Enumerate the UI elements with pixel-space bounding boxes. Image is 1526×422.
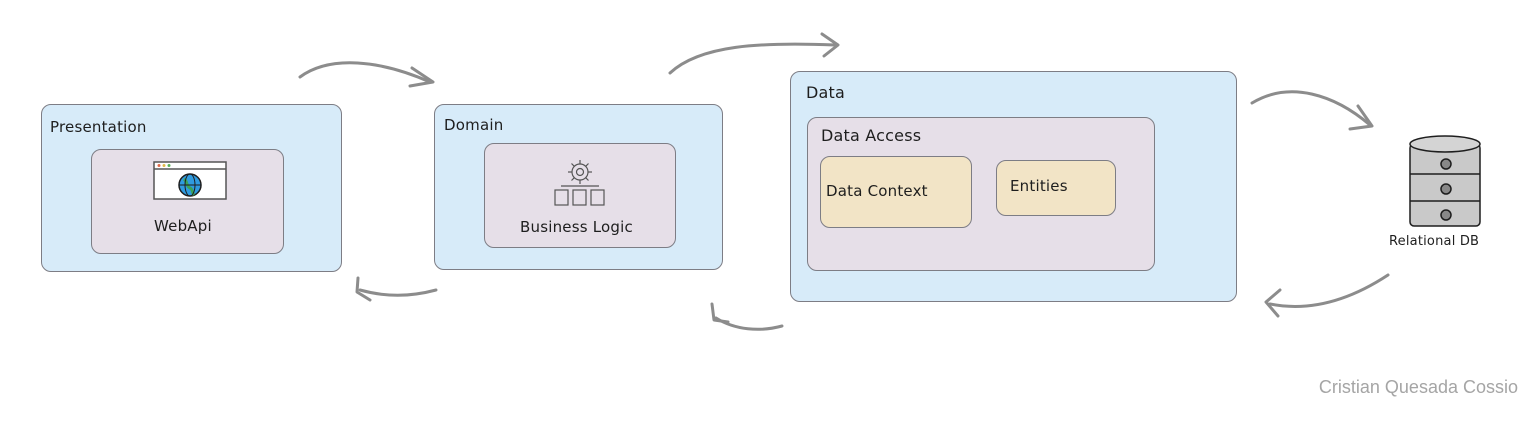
arrow-data-to-domain — [710, 302, 784, 331]
presentation-title: Presentation — [50, 118, 147, 136]
arrow-presentation-to-domain — [298, 61, 435, 88]
arrow-data-to-db — [1250, 90, 1374, 131]
data-title: Data — [806, 83, 846, 102]
arrow-db-to-data — [1264, 273, 1390, 318]
data-context-label: Data Context — [826, 182, 928, 200]
domain-title: Domain — [444, 116, 504, 134]
business-logic-label: Business Logic — [520, 218, 633, 236]
gear-modules-icon — [554, 160, 605, 206]
entities-label: Entities — [1010, 177, 1068, 195]
author-credit: Cristian Quesada Cossio — [1318, 377, 1518, 397]
arrow-domain-to-presentation — [355, 276, 438, 302]
data-context-item — [820, 156, 972, 228]
arrow-domain-to-data — [668, 32, 840, 75]
relational-db-label: Relational DB — [1389, 234, 1480, 249]
database-cylinder-icon — [1409, 135, 1481, 227]
webapi-label: WebApi — [154, 217, 212, 235]
data-access-title: Data Access — [821, 126, 922, 145]
browser-globe-icon — [153, 161, 227, 200]
entities-item — [996, 160, 1116, 216]
